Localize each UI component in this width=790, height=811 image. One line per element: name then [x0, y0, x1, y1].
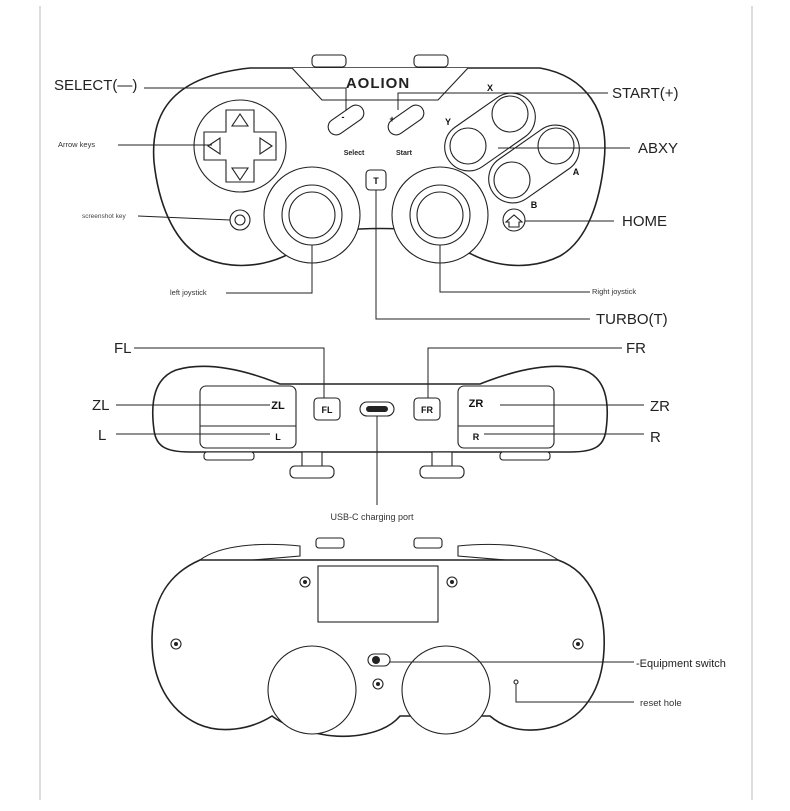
right-joystick-cap: [416, 191, 464, 239]
reset-hole[interactable]: [513, 679, 519, 685]
start-button[interactable]: [385, 102, 427, 138]
fr-button[interactable]: [413, 397, 441, 421]
screw-center-dot: [376, 682, 380, 686]
fl-button[interactable]: [313, 397, 341, 421]
screenshot-callout: [137, 215, 231, 221]
fl-callout: [134, 347, 325, 398]
screenshot-key-label: screenshot key: [82, 213, 126, 220]
fr-callout: [427, 347, 622, 398]
select-callout: [144, 87, 347, 110]
select-small-label: Select: [344, 150, 365, 157]
fl-label: FL: [114, 340, 132, 357]
fl-key-label: FL: [322, 405, 333, 415]
top-tab-left: [311, 54, 347, 68]
start-small-label: Start: [396, 150, 413, 157]
arrow-left-icon: [207, 136, 221, 156]
a-button[interactable]: [537, 127, 575, 165]
fr-key-label: FR: [421, 405, 433, 415]
r-label: R: [650, 429, 661, 446]
minus-mark: -: [342, 112, 345, 122]
back-grip-right: [401, 645, 491, 735]
equipment-switch-knob: [372, 656, 380, 664]
x-label: X: [487, 83, 493, 93]
turbo-key-label: T: [373, 176, 379, 186]
battery-window: [317, 565, 439, 623]
start-callout: [397, 92, 608, 110]
screw-top-left-dot: [303, 580, 307, 584]
y-button[interactable]: [449, 127, 487, 165]
right-shoulder-block: [457, 385, 555, 449]
arrow-keys-label: Arrow keys: [58, 140, 95, 149]
left-stick-foot: [289, 465, 335, 479]
b-label: B: [531, 200, 538, 210]
front-grip-right: [499, 451, 551, 461]
left-shoulder-block: [199, 385, 297, 449]
fr-label: FR: [626, 340, 646, 357]
a-label: A: [573, 167, 580, 177]
zl-key-label: ZL: [271, 400, 285, 412]
left-joystick-cap: [288, 191, 336, 239]
screw-left-dot: [174, 642, 178, 646]
controller-top-band: [291, 67, 469, 101]
abxy-label: ABXY: [638, 140, 678, 157]
back-grip-left: [267, 645, 357, 735]
front-view: ZL L ZR R FL FR FL FR ZL ZR L R USB-C: [92, 340, 670, 522]
equipment-switch-label: -Equipment switch: [636, 658, 726, 670]
select-button[interactable]: [325, 102, 367, 138]
zr-key-label: ZR: [469, 398, 484, 410]
reset-hole-callout: [515, 684, 634, 703]
select-label: SELECT(—): [54, 77, 137, 94]
turbo-callout: [375, 190, 590, 320]
left-joystick-callout: [226, 245, 313, 294]
home-label: HOME: [622, 213, 667, 230]
arrow-right-icon: [259, 136, 273, 156]
back-view: -Equipment switch reset hole: [151, 537, 726, 737]
back-shoulder-right: [457, 543, 559, 565]
right-joystick-label: Right joystick: [592, 287, 636, 296]
back-tab-left: [315, 537, 345, 549]
screw-top-right-dot: [450, 580, 454, 584]
l-key-label: L: [275, 432, 281, 442]
l-label: L: [98, 427, 106, 444]
screenshot-icon: [234, 214, 246, 226]
start-label: START(+): [612, 85, 679, 102]
zr-label: ZR: [650, 398, 670, 415]
arrow-down-icon: [230, 167, 250, 181]
home-icon: [504, 214, 524, 228]
turbo-label: TURBO(T): [596, 311, 668, 328]
right-joystick-callout: [439, 245, 590, 293]
brand-logo: AOLION: [346, 75, 410, 92]
top-view: AOLION - + Select Start T: [54, 54, 679, 328]
r-key-label: R: [473, 432, 480, 442]
front-grip-left: [203, 451, 255, 461]
arrow-up-icon: [230, 113, 250, 127]
plus-mark: +: [389, 114, 394, 124]
zl-label: ZL: [92, 397, 110, 414]
left-joystick-label: left joystick: [170, 288, 207, 297]
controller-back-body: [151, 559, 605, 737]
right-stick-foot: [419, 465, 465, 479]
dpad[interactable]: [203, 109, 277, 183]
usb-label: USB-C charging port: [330, 512, 414, 522]
back-tab-right: [413, 537, 443, 549]
reset-hole-label: reset hole: [640, 698, 682, 709]
top-tab-right: [413, 54, 449, 68]
back-shoulder-left: [199, 543, 301, 565]
x-button[interactable]: [491, 95, 529, 133]
y-label: Y: [445, 117, 451, 127]
usb-c-port: [366, 406, 388, 412]
screw-right-dot: [576, 642, 580, 646]
b-button[interactable]: [493, 161, 531, 199]
